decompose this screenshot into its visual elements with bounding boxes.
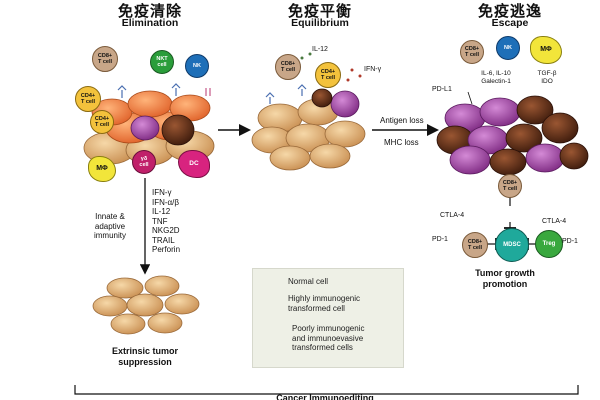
mhc-loss-label: MHC loss [384,138,419,147]
suppressed-normal-cluster [92,275,200,335]
antigen-loss-label: Antigen loss [380,116,424,125]
mediator-list: IFN-γ IFN-α/β IL-12 TNF NKG2D TRAIL Perf… [152,188,202,255]
cd4-t-cell-elimination: CD4+ T cell [75,86,101,112]
pd1-left-label: PD-1 [432,236,448,243]
equilibrium-tumor-cluster [251,52,366,171]
tumor-growth-label: Tumor growth promotion [475,268,535,289]
equilibrium-title-en: Equilibrium [291,17,349,29]
legend-highly-immunogenic: Highly immunogenic transformed cell [288,294,361,313]
nkt-cell: NKT cell [150,50,174,74]
ifn-gamma-label: IFN-γ [364,66,382,73]
cd4-t-cell-equilibrium: CD4+ T cell [315,62,341,88]
cd8-t-cell-escape-c: CD8+ T cell [462,232,488,258]
legend-box [252,268,404,368]
equilibrium-title-cn: 免疫平衡 [287,2,352,20]
mediator-tnf: TNF [152,216,168,226]
legend-poorly-immunogenic: Poorly immunogenic and immunoevasive tra… [292,324,365,352]
mediator-perforin: Perforin [152,245,181,254]
elimination-title-cn: 免疫清除 [117,2,182,20]
nk-cell-escape: NK [496,36,520,60]
cd8-t-cell-escape-b: CD8+ T cell [498,174,522,198]
escape-title-en: Escape [491,17,529,29]
macrophage-elimination: MΦ [88,156,116,182]
mediator-ifn-gamma: IFN-γ [152,188,172,197]
legend-normal-cell: Normal cell [288,277,329,286]
il12-label: IL-12 [312,46,328,53]
mediator-nkg2d: NKG2D [152,226,180,235]
ctla4-right-label: CTLA-4 [542,218,567,225]
treg-cell: Treg [535,230,563,258]
escape-title-cn: 免疫逃逸 [477,2,542,20]
mediator-trail: TRAIL [152,235,175,245]
extrinsic-suppression-label: Extrinsic tumor suppression [111,346,178,367]
innate-adaptive-label: Innate & adaptive immunity [93,212,126,240]
mediator-il12: IL-12 [152,207,171,216]
cd8-t-cell-escape: CD8+ T cell [460,40,484,64]
tgf-beta-ido-label: TGF-β IDO [537,70,557,85]
ctla4-left-label: CTLA-4 [440,212,465,219]
mediator-ifn-alpha-beta: IFN-α/β [152,197,179,207]
escape-tumor-cluster [436,95,589,176]
macrophage-escape: MΦ [530,36,562,64]
cd8-t-cell-equilibrium: CD8+ T cell [275,54,301,80]
mdsc-cell: MDSC [495,228,529,262]
gamma-delta-cell: γδ cell [132,150,156,174]
dendritic-cell: DC [178,150,210,178]
pd1-right-label: PD-1 [562,238,578,245]
nk-cell-elimination: NK [185,54,209,78]
pd-l1-label: PD-L1 [432,86,452,93]
cancer-immunoediting-label: Cancer Immunoediting [276,393,374,400]
elimination-title-en: Elimination [121,17,179,29]
cd4-t-cell-elimination-b: CD4+ T cell [90,110,114,134]
il6-il10-galectin-label: IL-6, IL-10 Galectin-1 [481,70,511,85]
cd8-t-cell-elimination: CD8+ T cell [92,46,118,72]
